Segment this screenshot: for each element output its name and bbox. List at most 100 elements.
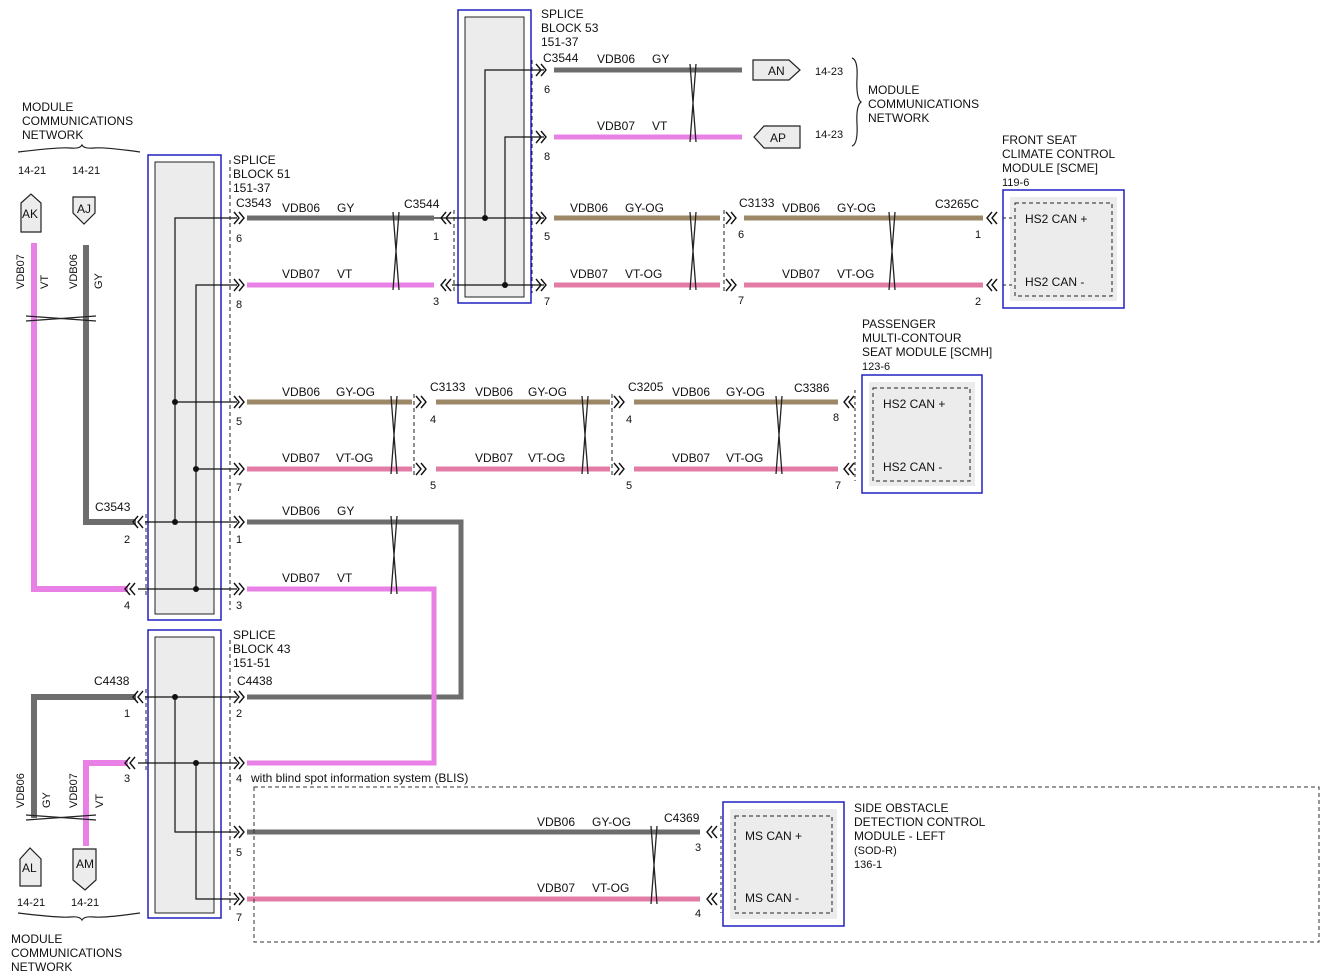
svg-text:C3543: C3543: [236, 196, 272, 210]
svg-text:VDB07: VDB07: [282, 267, 320, 281]
sod-line5: 136-1: [854, 859, 882, 871]
svg-text:VT: VT: [652, 119, 668, 133]
left-circuit-vdb06: VDB06: [68, 254, 80, 289]
twist-marker: [689, 211, 697, 291]
mcn-right-line2: COMMUNICATIONS: [868, 97, 979, 111]
svg-text:VDB07: VDB07: [282, 451, 320, 465]
blis-note: with blind spot information system (BLIS…: [250, 771, 468, 785]
svg-text:VDB06: VDB06: [282, 504, 320, 518]
sb43-line3: 151-51: [233, 656, 271, 670]
twist-marker: [581, 395, 589, 475]
svg-text:C3386: C3386: [794, 381, 830, 395]
svg-text:1: 1: [236, 534, 242, 546]
svg-text:5: 5: [544, 231, 550, 243]
svg-text:14-23: 14-23: [815, 66, 843, 78]
splice-block-51-body: [154, 161, 215, 615]
svg-text:VT: VT: [337, 267, 353, 281]
sod-line1: SIDE OBSTACLE: [854, 801, 948, 815]
sod-pin-ms-minus: MS CAN -: [745, 891, 799, 905]
twist-marker: [888, 211, 896, 291]
svg-text:GY-OG: GY-OG: [528, 385, 567, 399]
mcn-bottom-left-line3: NETWORK: [11, 960, 72, 974]
svg-text:VT-OG: VT-OG: [837, 267, 874, 281]
svg-text:C3133: C3133: [430, 380, 466, 394]
svg-text:GY-OG: GY-OG: [625, 201, 664, 215]
wire-vdb06-gy-left-lower: [31, 694, 136, 818]
flag-an-label: AN: [768, 64, 785, 78]
svg-text:VDB06: VDB06: [537, 815, 575, 829]
flag-aj-label: AJ: [77, 202, 91, 216]
svg-text:VT: VT: [94, 794, 106, 808]
svg-text:VDB06: VDB06: [570, 201, 608, 215]
scmh-module-frame: [861, 374, 983, 494]
scmh-line3: SEAT MODULE [SCMH]: [862, 345, 992, 359]
twist-marker: [390, 515, 398, 595]
svg-text:GY-OG: GY-OG: [336, 385, 375, 399]
mcn-right-line1: MODULE: [868, 83, 919, 97]
splice-block-43-body: [154, 636, 215, 914]
flag-al: [19, 847, 42, 887]
svg-text:VDB06: VDB06: [782, 201, 820, 215]
left-circuit-vdb07: VDB07: [15, 254, 27, 289]
sod-line4: (SOD-R): [854, 845, 897, 857]
svg-text:2: 2: [236, 708, 242, 720]
sod-module-frame: [722, 801, 845, 927]
flag-aj: [72, 196, 96, 225]
svg-text:GY: GY: [337, 504, 354, 518]
flag-an: [752, 59, 801, 81]
ref-aj: 14-21: [72, 165, 100, 177]
left-color-vt: VT: [39, 275, 51, 289]
scmh-line2: MULTI-CONTOUR: [862, 331, 962, 345]
svg-text:GY-OG: GY-OG: [592, 815, 631, 829]
svg-text:GY-OG: GY-OG: [726, 385, 765, 399]
scme-module-frame: [1002, 189, 1125, 309]
flag-al-label: AL: [22, 861, 37, 875]
connector-arrows: [124, 63, 998, 906]
svg-text:C4438: C4438: [237, 674, 273, 688]
svg-text:1: 1: [433, 231, 439, 243]
svg-text:14-23: 14-23: [815, 129, 843, 141]
svg-text:1: 1: [975, 229, 981, 241]
svg-text:3: 3: [236, 600, 242, 612]
twist-marker: [392, 211, 400, 291]
flag-ak-label: AK: [22, 207, 38, 221]
flag-am: [72, 848, 97, 891]
svg-text:7: 7: [835, 480, 841, 492]
svg-text:VDB07: VDB07: [597, 119, 635, 133]
svg-text:VDB07: VDB07: [672, 451, 710, 465]
sb53-line3: 151-37: [541, 35, 579, 49]
svg-text:3: 3: [695, 842, 701, 854]
wire-vdb06-gy-loop: [247, 519, 464, 700]
twist-marker: [650, 825, 658, 905]
mcn-top-left-line1: MODULE: [22, 100, 73, 114]
wire-vdb07-vt-left: [31, 243, 128, 592]
wire-vdb06-gy-left: [83, 245, 136, 525]
scme-line3: MODULE [SCME]: [1002, 161, 1098, 175]
sod-module-body: [730, 809, 837, 919]
svg-text:4: 4: [236, 773, 242, 785]
braces: [17, 57, 862, 922]
twist-marker: [689, 63, 697, 143]
scmh-pin-hs2-minus: HS2 CAN -: [883, 460, 942, 474]
scme-line2: CLIMATE CONTROL: [1002, 147, 1115, 161]
svg-text:GY: GY: [337, 201, 354, 215]
twist-marker: [25, 315, 97, 322]
wires: [31, 67, 983, 902]
splice-blocks: [138, 9, 544, 919]
splice-block-51-frame: [147, 154, 222, 621]
sod-pin-ms-plus: MS CAN +: [745, 829, 802, 843]
sb53-line1: SPLICE: [541, 7, 584, 21]
text-layer: MODULE COMMUNICATIONS NETWORK 14-21 14-2…: [11, 7, 1115, 974]
svg-text:6: 6: [738, 229, 744, 241]
c3544-top: C3544: [543, 51, 579, 65]
splice-block-53-body: [464, 16, 525, 298]
svg-text:6: 6: [236, 233, 242, 245]
svg-text:3: 3: [433, 296, 439, 308]
sb51-line2: BLOCK 51: [233, 167, 291, 181]
svg-text:8: 8: [236, 299, 242, 311]
sod-line2: DETECTION CONTROL: [854, 815, 986, 829]
svg-text:7: 7: [544, 296, 550, 308]
svg-text:7: 7: [738, 295, 744, 307]
svg-text:8: 8: [544, 151, 550, 163]
